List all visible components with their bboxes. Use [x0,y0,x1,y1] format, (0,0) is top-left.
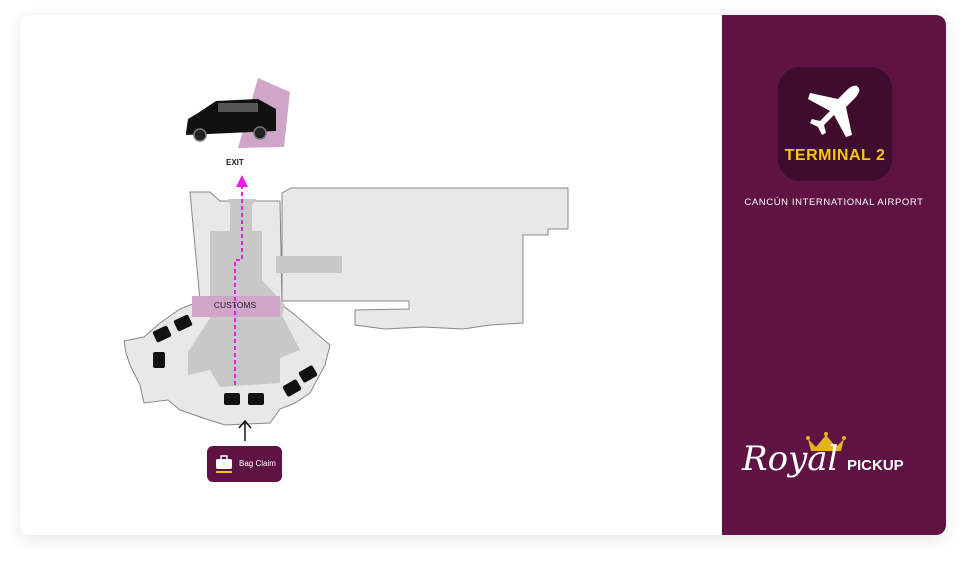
up-arrow-icon [238,419,252,441]
carousel-4 [152,325,172,343]
suitcase-icon [216,455,232,473]
bag-claim-label: Bag Claim [239,459,276,468]
route-arrow-icon [236,175,248,187]
arrivals-corridor [188,199,300,387]
terminal-east-wing [281,187,569,330]
carousel-7 [298,365,318,383]
carousel-6 [282,379,302,397]
terminal-info-panel: TERMINAL 2 CANCÚN INTERNATIONAL AIRPORT … [722,15,946,535]
carousel-5 [173,314,193,332]
terminal-map: EXIT CUSTOMS Bag Claim [20,15,722,535]
airport-map-card: EXIT CUSTOMS Bag Claim TERMINAL 2 CANCÚN… [20,15,946,535]
brand-text: PICKUP [847,457,904,474]
walking-route [234,185,243,385]
bag-claim-badge: Bag Claim [207,446,282,482]
carousel-3 [153,352,165,368]
service-area [276,256,342,273]
airport-name: CANCÚN INTERNATIONAL AIRPORT [744,197,924,208]
terminal-tile: TERMINAL 2 [778,67,892,181]
carousel-icons [152,314,318,405]
exit-label: EXIT [226,158,244,167]
crown-icon [806,432,846,451]
customs-label: CUSTOMS [213,300,257,310]
carousel-2 [248,393,264,405]
suv-icon [186,99,276,142]
airplane-icon [808,85,860,137]
carousel-1 [224,393,240,405]
terminal-label: TERMINAL 2 [784,147,886,164]
royal-pickup-logo: Royal PICKUP [742,429,932,489]
terminal-floorplan [123,78,569,441]
brand-script: Royal [742,439,839,479]
